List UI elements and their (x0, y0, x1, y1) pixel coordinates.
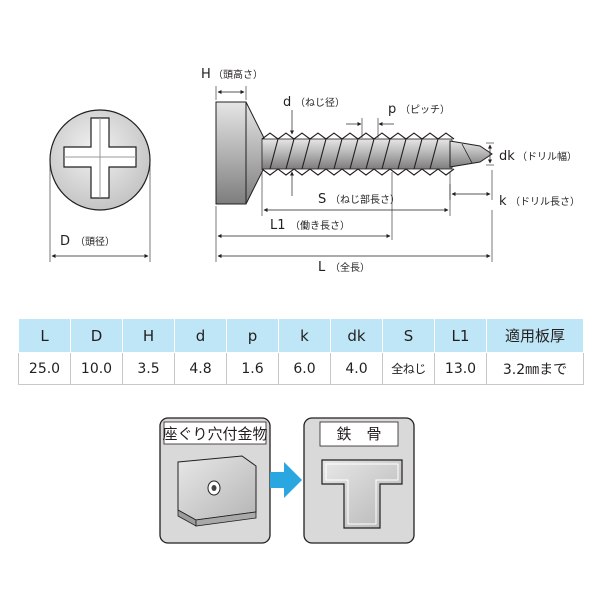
target-panel: 鉄 骨 (303, 417, 415, 544)
header-dk: dk (330, 318, 383, 353)
label-p-desc: （ピッチ） (400, 104, 450, 116)
dimension-dk: dk （ドリル幅） (486, 142, 577, 166)
label-L-desc: （全長） (330, 261, 370, 274)
screw-side-view (215, 101, 493, 205)
target-panel-label: 鉄 骨 (336, 425, 381, 443)
header-H: H (122, 318, 175, 353)
dimension-S: S （ねじ部長さ） (261, 172, 451, 216)
source-panel-label: 座ぐり穴付金物 (162, 425, 267, 443)
spec-table: L D H d p k dk S L1 適用板厚 25.0 10.0 3.5 4… (18, 318, 584, 385)
label-p: p (388, 102, 396, 117)
head-top-view (49, 109, 151, 211)
dimension-k: k （ドリル長さ） (449, 170, 580, 209)
label-k-desc: （ドリル長さ） (510, 196, 580, 208)
dimension-L: L （全長） (217, 210, 493, 275)
header-d: d (174, 318, 227, 353)
header-L: L (18, 318, 71, 353)
dimension-L1: L1 （働き長さ） (215, 172, 393, 262)
label-H-desc: （頭高さ） (213, 68, 263, 81)
label-D: D (60, 234, 70, 249)
header-plate-thickness: 適用板厚 (486, 318, 584, 353)
label-L: L (318, 260, 326, 275)
value-L1: 13.0 (434, 352, 487, 385)
dimension-D: D （頭径） (49, 160, 151, 262)
header-k: k (278, 318, 331, 353)
header-L1: L1 (434, 318, 487, 353)
arrow-right-icon (270, 462, 302, 498)
dimension-H: H （頭高さ） (201, 67, 263, 100)
screw-dimension-diagram: D （頭径） H （頭高さ） d （ねじ径） p （ピッチ） (49, 67, 580, 275)
bracket-icon (177, 455, 257, 527)
steel-beam-icon (321, 459, 403, 529)
label-k: k (499, 194, 507, 209)
label-H: H (201, 67, 211, 82)
header-S: S (382, 318, 435, 353)
usage-illustration: 座ぐり穴付金物 鉄 骨 (159, 417, 415, 544)
value-dk: 4.0 (330, 352, 383, 385)
dimension-d: d （ねじ径） (283, 95, 345, 196)
dimension-p: p （ピッチ） (346, 102, 450, 138)
value-k: 6.0 (278, 352, 331, 385)
value-H: 3.5 (122, 352, 175, 385)
source-panel: 座ぐり穴付金物 (159, 417, 271, 544)
label-d-desc: （ねじ径） (295, 96, 345, 109)
label-L1: L1 (270, 218, 286, 233)
spec-header-row: L D H d p k dk S L1 適用板厚 (18, 318, 584, 353)
label-dk-desc: （ドリル幅） (517, 150, 577, 163)
value-L: 25.0 (18, 352, 71, 385)
header-p: p (226, 318, 279, 353)
header-D: D (70, 318, 123, 353)
value-d: 4.8 (174, 352, 227, 385)
value-plate-thickness: 3.2㎜まで (486, 352, 584, 385)
label-S: S (318, 192, 326, 207)
value-D: 10.0 (70, 352, 123, 385)
label-dk: dk (499, 149, 515, 164)
label-D-desc: （頭径） (75, 235, 115, 248)
label-d: d (283, 95, 291, 110)
label-S-desc: （ねじ部長さ） (330, 193, 400, 206)
value-S: 全ねじ (382, 352, 435, 385)
label-L1-desc: （働き長さ） (290, 219, 350, 232)
spec-value-row: 25.0 10.0 3.5 4.8 1.6 6.0 4.0 全ねじ 13.0 3… (18, 352, 584, 385)
value-p: 1.6 (226, 352, 279, 385)
